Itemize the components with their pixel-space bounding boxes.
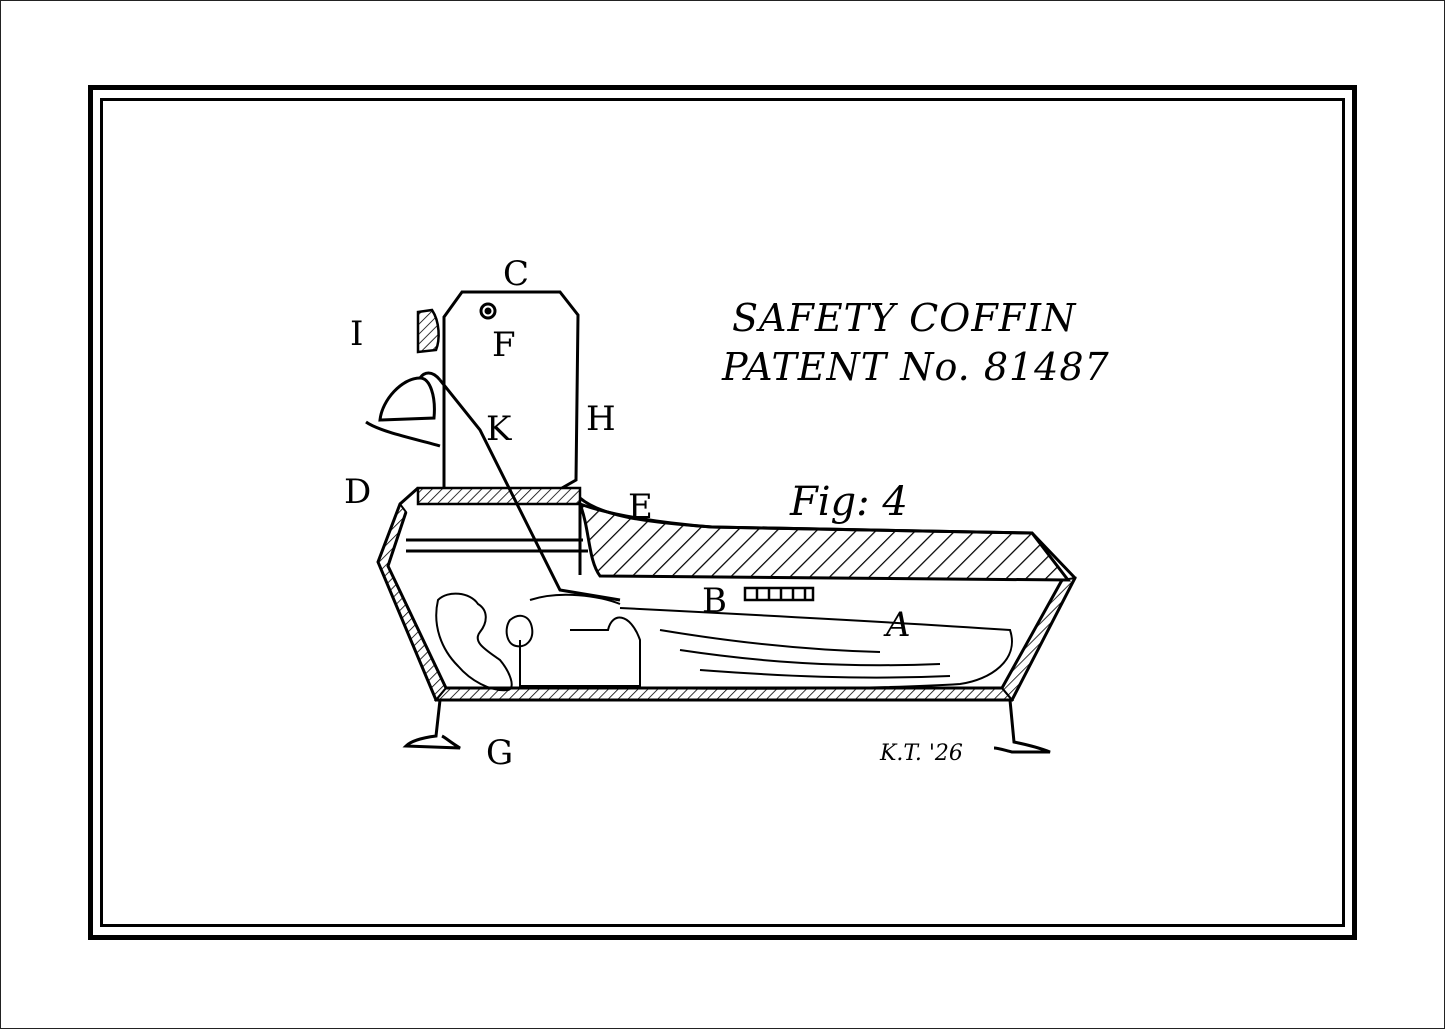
- figure-label: Fig: 4: [789, 479, 908, 525]
- title-line-2: PATENT No. 81487: [721, 345, 1110, 389]
- diagram-title: SAFETY COFFIN PATENT No. 81487: [721, 296, 1110, 389]
- body-figure: [435, 592, 1013, 692]
- label-d: D: [344, 472, 371, 512]
- grille-b: [743, 586, 815, 602]
- label-a: A: [883, 605, 911, 645]
- artist-signature: K.T. '26: [879, 741, 963, 766]
- title-line-1: SAFETY COFFIN: [732, 296, 1077, 340]
- label-e: E: [628, 487, 653, 527]
- label-k: K: [486, 409, 512, 449]
- part-labels: C I F H K D E B A G: [344, 254, 911, 773]
- label-i: I: [350, 314, 363, 354]
- label-g: G: [486, 733, 513, 773]
- headstone-box: [442, 290, 580, 490]
- outer-frame: [88, 85, 1357, 940]
- handle-i: [416, 308, 440, 354]
- label-b: B: [702, 581, 727, 621]
- inner-frame: [100, 98, 1345, 927]
- label-c: C: [503, 254, 529, 294]
- label-h: H: [586, 399, 616, 439]
- coffin-feet: [402, 699, 1051, 754]
- bell: [365, 371, 621, 602]
- label-f: F: [492, 325, 516, 365]
- coffin-body: [376, 486, 1077, 702]
